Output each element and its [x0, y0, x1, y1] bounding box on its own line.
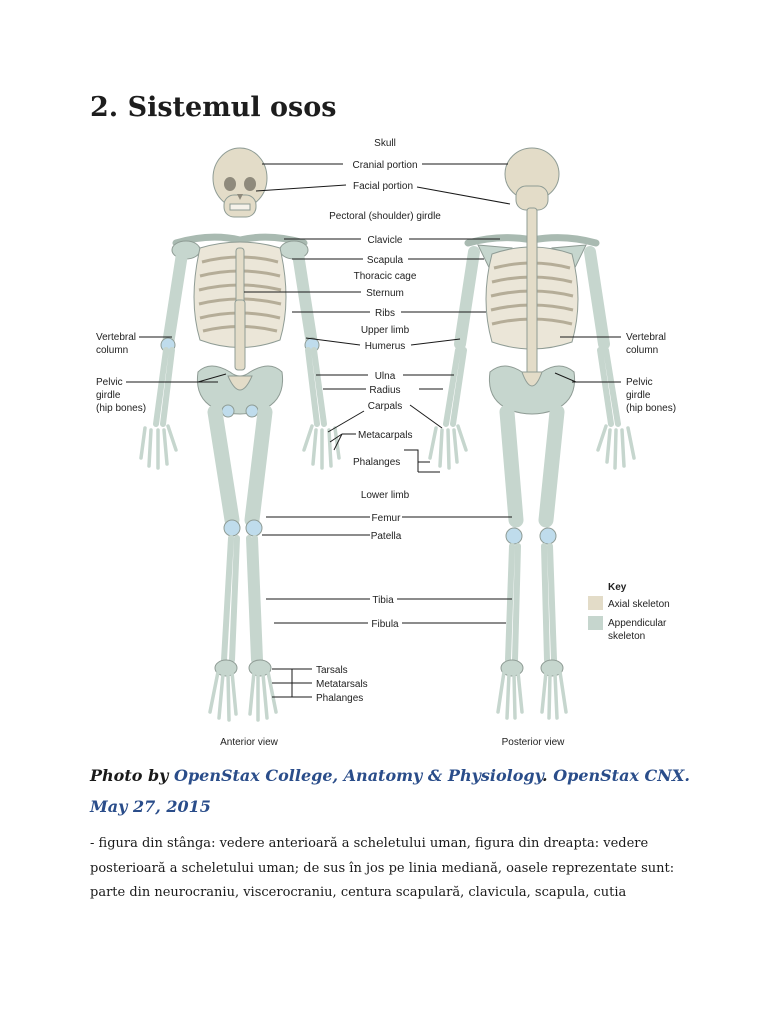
label-vertebral-right-1: Vertebral [626, 332, 666, 343]
label-humerus: Humerus [365, 341, 406, 352]
label-thoracic: Thoracic cage [354, 271, 417, 282]
label-femur: Femur [372, 513, 402, 524]
label-pelvic-right-2: girdle [626, 390, 651, 401]
label-fibula: Fibula [371, 619, 399, 630]
label-lower-limb: Lower limb [361, 490, 410, 501]
body-paragraph: - figura din stânga: vedere anterioară a… [90, 836, 675, 900]
skeleton-diagram: Skull Cranial portion Facial portion Pec… [96, 138, 676, 748]
label-ribs: Ribs [375, 308, 395, 319]
leader-lines [126, 163, 621, 698]
label-ulna: Ulna [375, 371, 396, 382]
skeleton-figure: Skull Cranial portion Facial portion Pec… [0, 130, 768, 760]
label-facial: Facial portion [353, 181, 413, 192]
label-patella: Patella [371, 531, 402, 542]
key-label-axial: Axial skeleton [608, 599, 670, 610]
caption-prefix: Photo by [90, 766, 175, 785]
label-scapula: Scapula [367, 255, 404, 266]
label-clavicle: Clavicle [367, 235, 402, 246]
label-phalanges-foot: Phalanges [316, 693, 363, 704]
label-vertebral-right-2: column [626, 345, 658, 356]
label-phalanges-hand: Phalanges [353, 457, 400, 468]
label-carpals: Carpals [368, 401, 402, 412]
label-posterior-view: Posterior view [502, 737, 566, 748]
anterior-skeleton [139, 147, 341, 722]
key-swatch-appendicular [588, 616, 603, 630]
page-title: 2. Sistemul osos [90, 92, 337, 123]
key-label-appendicular-2: skeleton [608, 631, 645, 642]
label-cranial: Cranial portion [352, 160, 417, 171]
label-skull: Skull [374, 138, 396, 149]
label-radius: Radius [369, 385, 400, 396]
label-tibia: Tibia [372, 595, 394, 606]
caption-link-anatomy[interactable]: OpenStax College, Anatomy & Physiology [174, 766, 543, 785]
key-label-appendicular-1: Appendicular [608, 618, 667, 629]
label-sternum: Sternum [366, 288, 404, 299]
label-tarsals: Tarsals [316, 665, 348, 676]
label-pelvic-left-3: (hip bones) [96, 403, 146, 414]
label-vertebral-left-1: Vertebral [96, 332, 136, 343]
label-pelvic-left-1: Pelvic [96, 377, 123, 388]
caption-link-cnx[interactable]: OpenStax CNX. May 27, 2015 [90, 766, 690, 816]
label-vertebral-left-2: column [96, 345, 128, 356]
label-anterior-view: Anterior view [220, 737, 279, 748]
caption-separator: . [542, 766, 554, 785]
label-pelvic-left-2: girdle [96, 390, 121, 401]
label-metacarpals: Metacarpals [358, 430, 412, 441]
label-pelvic-right-1: Pelvic [626, 377, 653, 388]
key-title: Key [608, 582, 627, 593]
posterior-skeleton [428, 147, 636, 720]
label-pelvic-right-3: (hip bones) [626, 403, 676, 414]
key-swatch-axial [588, 596, 603, 610]
label-metatarsals: Metatarsals [316, 679, 368, 690]
label-pectoral: Pectoral (shoulder) girdle [329, 211, 441, 222]
figure-caption: Photo by OpenStax College, Anatomy & Phy… [90, 760, 690, 822]
diagram-key: Key Axial skeleton Appendicular skeleton [588, 582, 670, 642]
diagram-labels: Skull Cranial portion Facial portion Pec… [96, 138, 676, 748]
label-upper-limb: Upper limb [361, 325, 410, 336]
